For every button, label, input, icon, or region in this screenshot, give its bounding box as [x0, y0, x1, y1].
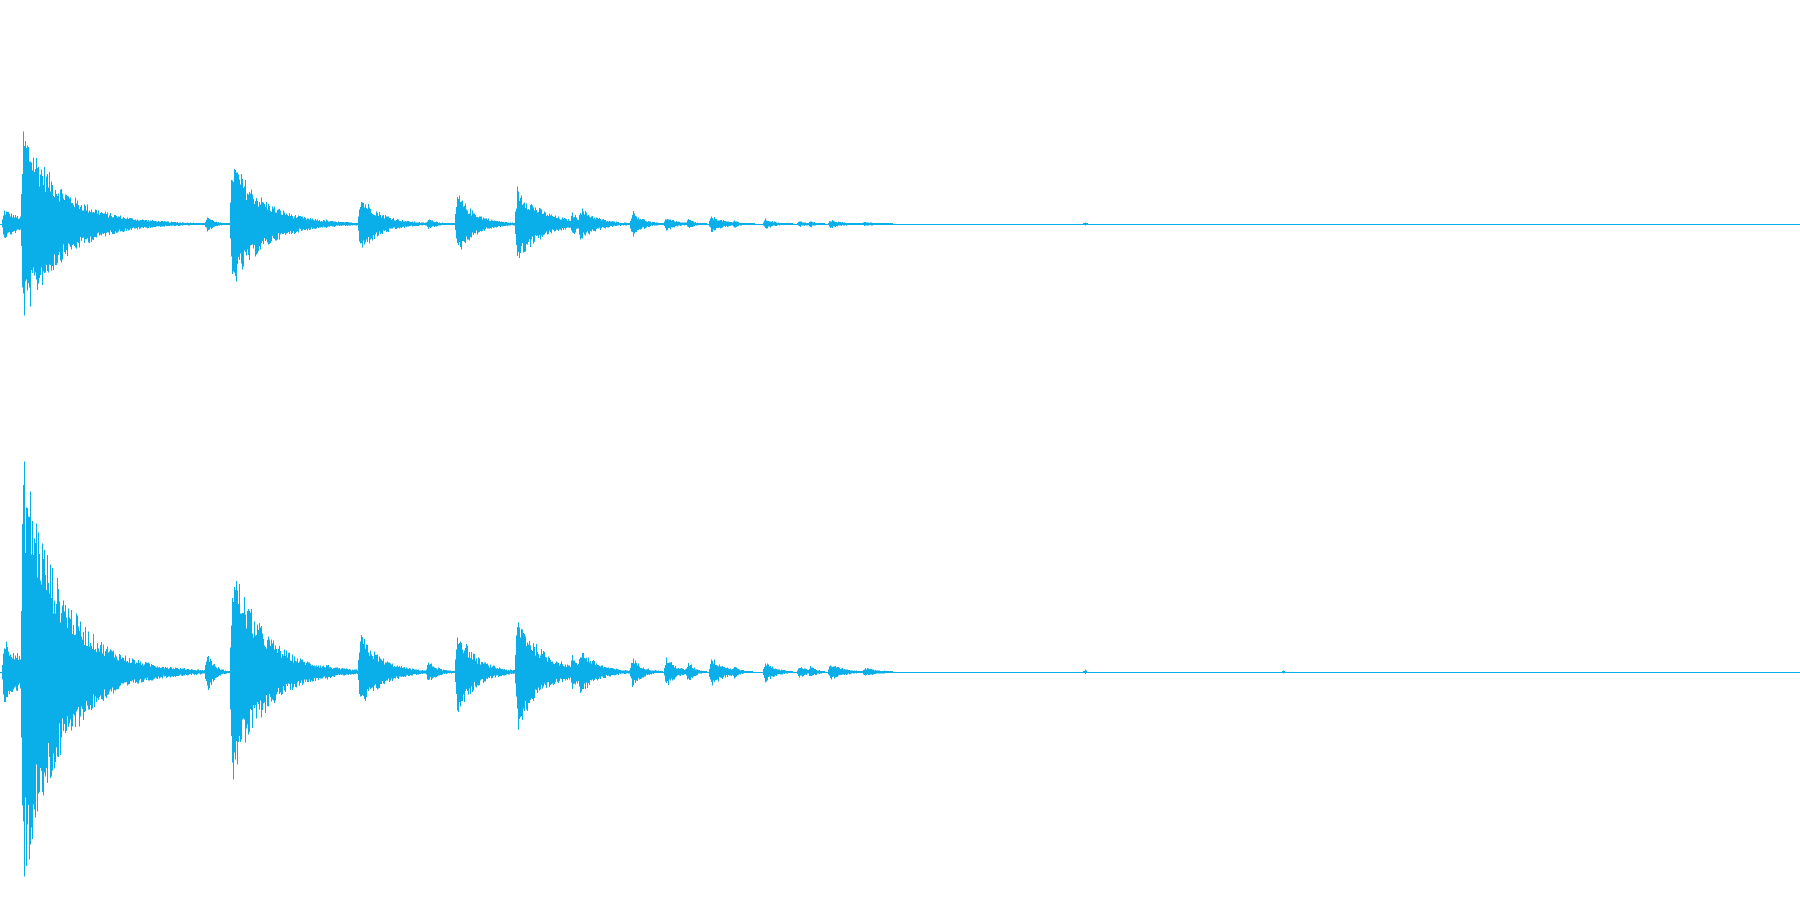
- channel-right: [0, 461, 1800, 877]
- waveform-envelope: [2, 461, 1285, 877]
- channel-left: [0, 131, 1800, 316]
- channel-layer: [0, 131, 1800, 877]
- waveform-envelope: [2, 131, 1088, 316]
